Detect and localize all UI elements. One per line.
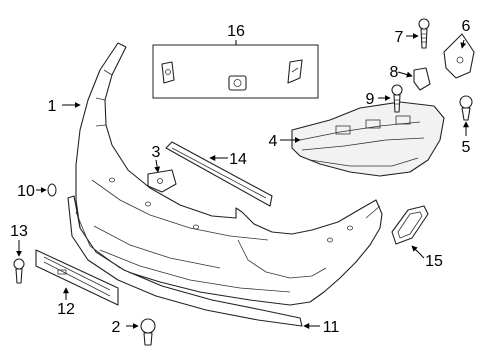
callout-13: 13 [10,223,28,240]
callout-4: 4 [269,133,278,150]
clip-icon-center [228,75,247,91]
lower-trim-strip [67,195,303,327]
bumper-support-frame [291,101,445,177]
upper-trim-strip [165,141,273,207]
callout-16: 16 [227,23,245,40]
callout-11: 11 [323,319,340,336]
retainer-clip [413,67,431,91]
callout-14: 14 [229,151,247,168]
leader-lines [16,33,469,329]
fog-light-bezel [391,205,429,245]
screw-with-washer [418,18,430,49]
callout-8: 8 [390,64,399,81]
push-clip [459,95,473,121]
side-bracket [443,33,475,79]
callout-3: 3 [152,144,161,161]
callout-15: 15 [425,253,443,270]
grommet [47,183,57,197]
hex-bolt [391,84,403,113]
clip-icon-right [287,59,303,84]
mounting-screw [13,258,25,284]
callout-9: 9 [366,91,375,108]
callout-7: 7 [395,29,404,46]
callout-1: 1 [48,98,57,115]
license-plate-bracket [35,249,119,306]
push-pin-fastener [140,318,156,346]
callout-2: 2 [112,319,121,336]
callout-10: 10 [17,183,35,200]
callout-5: 5 [462,139,471,156]
callout-6: 6 [462,18,471,35]
callout-12: 12 [57,301,75,318]
clip-icon-left [161,61,175,84]
callout-labels: 1 2 3 4 5 6 7 8 9 10 11 12 13 14 15 16 [10,18,470,336]
hardware-kit-box [152,44,319,99]
center-bracket [147,169,177,193]
